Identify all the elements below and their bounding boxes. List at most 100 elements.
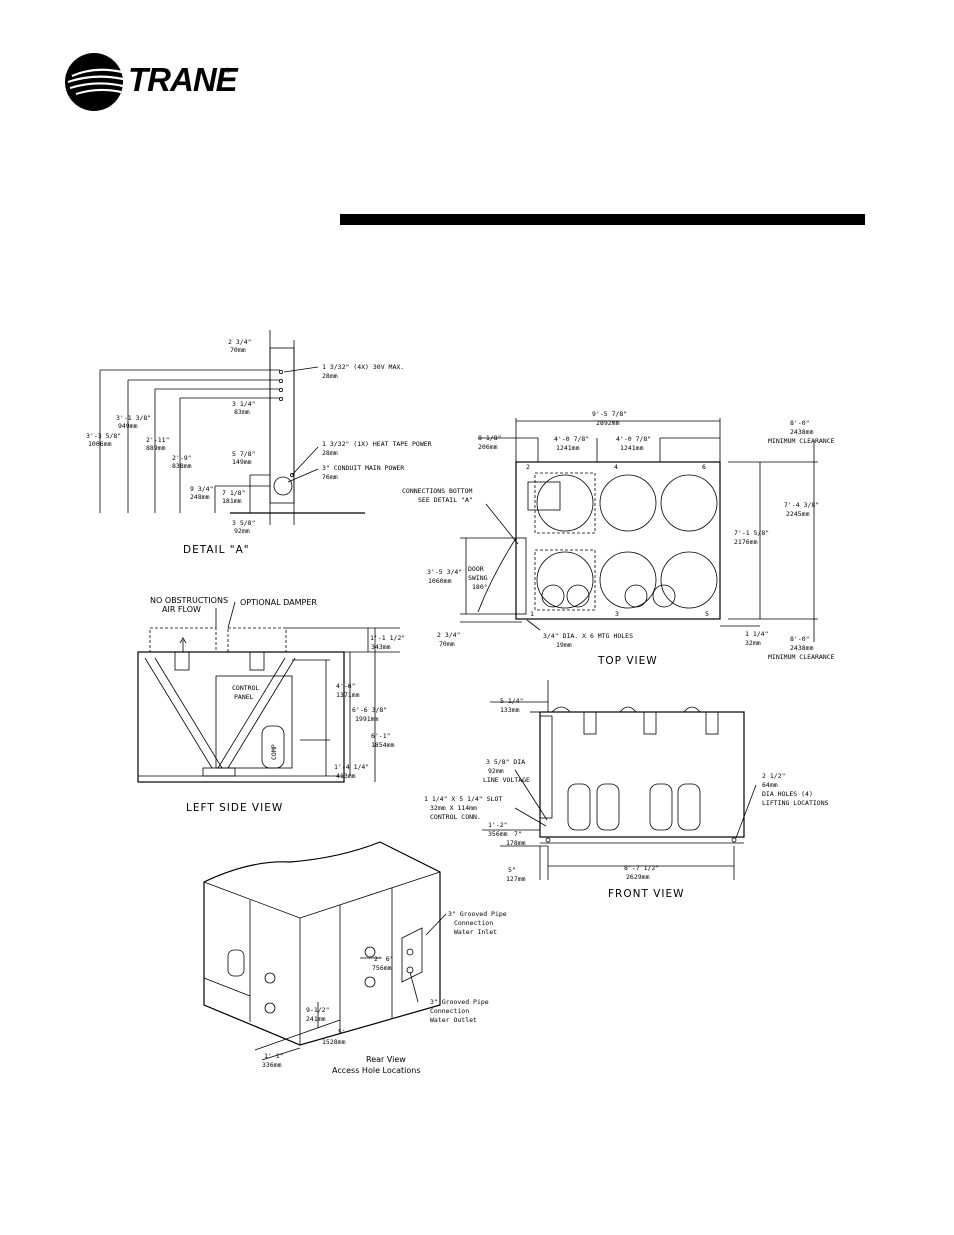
rear-view-a: 2' 6" bbox=[374, 955, 394, 963]
top-view-c: 4'-0 7/8" bbox=[616, 435, 651, 443]
top-view-fmm: 32mm bbox=[745, 639, 761, 647]
front-view: 5 1/4" 133mm 3 5/8" DIA 92mm LINE VOLTAG… bbox=[424, 680, 829, 900]
left-side-amm: 343mm bbox=[371, 643, 391, 651]
rear-view-cmm: 1528mm bbox=[322, 1038, 346, 1046]
rear-view-outlet-1: 3" Grooved Pipe bbox=[430, 998, 489, 1006]
left-side-panel: PANEL bbox=[234, 693, 254, 701]
left-side-emm: 413mm bbox=[336, 772, 356, 780]
detail-a-d1: 2 3/4" bbox=[228, 338, 251, 346]
rear-view-amm: 756mm bbox=[372, 964, 392, 972]
top-view-holes: 3/4" DIA. X 6 MTG HOLES bbox=[543, 632, 633, 640]
left-side-title: LEFT SIDE VIEW bbox=[186, 802, 283, 814]
left-side-cmm: 1991mm bbox=[355, 715, 379, 723]
detail-a-d6: 3 5/8" bbox=[232, 519, 255, 527]
detail-a-note-30v: 1 3/32" (4X) 30V MAX. bbox=[322, 363, 404, 371]
top-view-door: 3'-5 3/4" bbox=[427, 568, 462, 576]
front-view-g: 2 1/2" bbox=[762, 772, 785, 780]
rear-view: 3" Grooved Pipe Connection Water Inlet 3… bbox=[203, 841, 507, 1075]
top-view-clr2txt: MINIMUM CLEARANCE bbox=[768, 653, 835, 661]
rear-view-outlet-3: Water Outlet bbox=[430, 1016, 477, 1024]
top-view-h1mm: 2245mm bbox=[786, 510, 810, 518]
front-view-f: 8'-7 1/2" bbox=[624, 864, 659, 872]
detail-a-d3mm: 149mm bbox=[232, 458, 252, 466]
detail-a-d3: 5 7/8" bbox=[232, 450, 255, 458]
trane-logo-icon bbox=[65, 53, 124, 111]
rear-view-outlet-2: Connection bbox=[430, 1007, 469, 1015]
front-view-amm: 133mm bbox=[500, 706, 520, 714]
top-view-wmm: 2892mm bbox=[596, 419, 620, 427]
top-view-cmm: 1241mm bbox=[620, 444, 644, 452]
rear-view-d: 1' 1" bbox=[264, 1052, 284, 1060]
brand-name: TRANE bbox=[128, 61, 238, 98]
top-view-e: 2 3/4" bbox=[437, 631, 460, 639]
top-view-clr2: 8'-0" bbox=[790, 635, 810, 643]
front-view-dmm: 356mm bbox=[488, 830, 508, 838]
detail-a-d4: 9 3/4" bbox=[190, 485, 213, 493]
detail-a-note-30v-mm: 28mm bbox=[322, 372, 338, 380]
left-side-view: NO OBSTRUCTIONS AIR FLOW OPTIONAL DAMPER… bbox=[137, 596, 405, 814]
detail-a-d5: 7 1/8" bbox=[222, 489, 245, 497]
top-view-door-label-3: 180° bbox=[472, 583, 488, 591]
detail-a-note-heat-tape: 1 3/32" (1X) HEAT TAPE POWER bbox=[322, 440, 432, 448]
detail-a-note-conduit: 3" CONDUIT MAIN POWER bbox=[322, 464, 404, 472]
detail-a-v4mm: 838mm bbox=[172, 462, 192, 470]
left-side-d: 6'-1" bbox=[371, 732, 391, 740]
front-view-gtxt1: DIA HOLES (4) bbox=[762, 790, 813, 798]
detail-a-v3: 2'-11" bbox=[146, 436, 169, 444]
front-view-gtxt2: LIFTING LOCATIONS bbox=[762, 799, 829, 807]
front-view-ctxt: CONTROL CONN. bbox=[430, 813, 481, 821]
detail-a-d6mm: 92mm bbox=[234, 527, 250, 535]
top-view-door-label-2: SWING bbox=[468, 574, 488, 582]
front-view-e: 5" bbox=[508, 866, 516, 874]
front-view-gmm: 64mm bbox=[762, 781, 778, 789]
detail-a-v1: 3'-3 5/8" bbox=[86, 432, 121, 440]
top-view-a: 8 1/8" bbox=[478, 434, 501, 442]
detail-a-v3mm: 889mm bbox=[146, 444, 166, 452]
top-view-door-label-1: DOOR bbox=[468, 565, 484, 573]
top-view-conn2: SEE DETAIL "A" bbox=[418, 496, 473, 504]
top-view-holesmm: 19mm bbox=[556, 641, 572, 649]
detail-a-d2: 3 1/4" bbox=[232, 400, 255, 408]
detail-a: 2 3/4" 70mm 1 3/32" (4X) 30V MAX. 28mm 3… bbox=[86, 330, 432, 556]
top-view-b: 4'-0 7/8" bbox=[554, 435, 589, 443]
left-side-no-obstructions: NO OBSTRUCTIONS bbox=[150, 596, 228, 605]
rear-view-inlet-1: 3" Grooved Pipe bbox=[448, 910, 507, 918]
detail-a-d4mm: 248mm bbox=[190, 493, 210, 501]
front-view-cmm: 32mm X 114mm bbox=[430, 804, 477, 812]
rear-view-title-1: Rear View bbox=[366, 1055, 406, 1064]
rear-view-dmm: 336mm bbox=[262, 1061, 282, 1069]
left-side-e: 1'-4 1/4" bbox=[334, 763, 369, 771]
top-view-marker-6: 6 bbox=[702, 463, 706, 471]
rear-view-b: 9-1/2" bbox=[306, 1006, 329, 1014]
detail-a-note-conduit-mm: 76mm bbox=[322, 473, 338, 481]
top-view-marker-1: 1 bbox=[530, 610, 534, 618]
detail-a-v2: 3'-1 3/8" bbox=[116, 414, 151, 422]
detail-a-v1mm: 1006mm bbox=[88, 440, 112, 448]
top-view-title: TOP VIEW bbox=[597, 655, 658, 667]
top-view-w: 9'-5 7/8" bbox=[592, 410, 627, 418]
front-view-btxt: LINE VOLTAGE bbox=[483, 776, 530, 784]
detail-a-note-heat-tape-mm: 28mm bbox=[322, 449, 338, 457]
left-side-air-flow: AIR FLOW bbox=[162, 605, 201, 614]
left-side-comp: COMP bbox=[270, 744, 278, 760]
top-view-clr2mm: 2438mm bbox=[790, 644, 814, 652]
front-view-emm: 127mm bbox=[506, 875, 526, 883]
left-side-bmm: 1371mm bbox=[336, 691, 360, 699]
front-view-a: 5 1/4" bbox=[500, 697, 523, 705]
left-side-damper: OPTIONAL DAMPER bbox=[240, 598, 317, 607]
top-view-clr1txt: MINIMUM CLEARANCE bbox=[768, 437, 835, 445]
detail-a-d5mm: 181mm bbox=[222, 497, 242, 505]
rear-view-bmm: 241mm bbox=[306, 1015, 326, 1023]
front-view-d2mm: 178mm bbox=[506, 839, 526, 847]
top-view-clr1mm: 2438mm bbox=[790, 428, 814, 436]
front-view-c: 1 1/4" X 5 1/4" SLOT bbox=[424, 795, 502, 803]
top-view-clr1: 8'-0" bbox=[790, 419, 810, 427]
top-view-marker-3: 3 bbox=[615, 610, 619, 618]
top-view-h1: 7'-4 3/8" bbox=[784, 501, 819, 509]
front-view-d: 1'-2" bbox=[488, 821, 508, 829]
header-rule bbox=[340, 214, 865, 225]
detail-a-v4: 2'-9" bbox=[172, 454, 192, 462]
detail-a-d1mm: 70mm bbox=[230, 346, 246, 354]
top-view-marker-2: 2 bbox=[526, 463, 530, 471]
